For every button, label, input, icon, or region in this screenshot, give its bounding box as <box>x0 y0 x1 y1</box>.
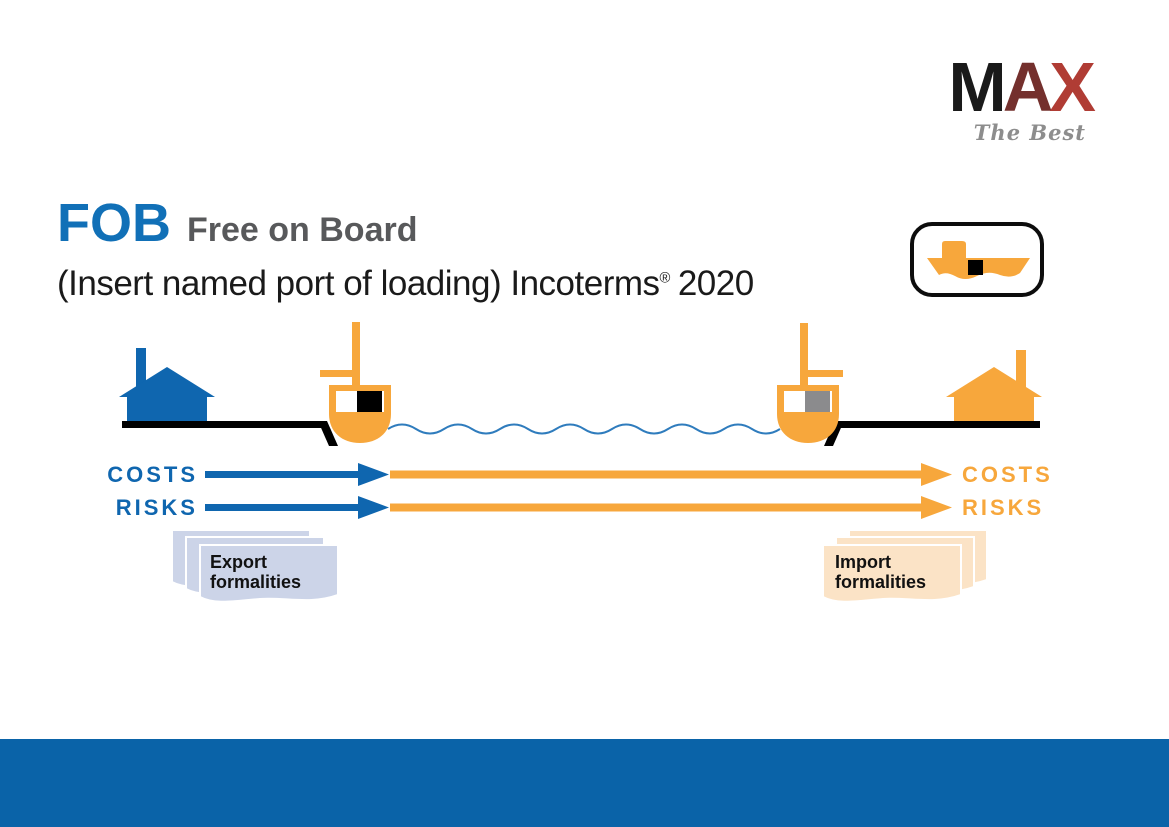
buyer-risks-label: RISKS <box>962 495 1044 520</box>
sea-wave-line <box>387 423 781 435</box>
logo-letter-a: A <box>1002 48 1054 126</box>
registered-mark: ® <box>659 270 671 287</box>
export-formalities-line1: Export <box>210 552 267 572</box>
cargo-ship-icon <box>927 241 1030 279</box>
subtitle-prefix: (Insert named port of loading) Incoterms <box>57 264 660 303</box>
logo-letter-m: M <box>948 48 1006 126</box>
container-on-board-icon <box>357 391 382 412</box>
buyer-costs-arrow <box>390 463 952 486</box>
subtitle-year: 2020 <box>677 264 754 303</box>
buyer-factory-icon <box>946 350 1042 423</box>
import-formalities-documents: Import formalities <box>822 529 988 603</box>
fob-transfer-diagram: COSTS COSTS RISKS RISKS Export formaliti… <box>107 322 1053 603</box>
export-formalities-documents: Export formalities <box>171 529 339 603</box>
fob-badge <box>910 222 1044 297</box>
import-formalities-line1: Import <box>835 552 891 572</box>
buyer-risks-arrow <box>390 496 952 519</box>
seller-risks-label: RISKS <box>116 495 198 520</box>
brand-tagline: The Best <box>973 120 1086 145</box>
seller-factory-icon <box>119 348 215 423</box>
brand-logo: MAX The Best <box>920 52 1096 145</box>
incoterm-abbreviation: FOB <box>57 193 171 253</box>
brand-wordmark: MAX <box>920 52 1096 122</box>
seller-quay <box>122 421 338 446</box>
buyer-costs-label: COSTS <box>962 462 1053 487</box>
seller-costs-label: COSTS <box>107 462 198 487</box>
seller-risks-arrow <box>205 496 389 519</box>
export-formalities-line2: formalities <box>210 572 301 592</box>
seller-costs-arrow <box>205 463 389 486</box>
footer-accent-bar <box>0 739 1169 827</box>
title-block: FOB Free on Board (Insert named port of … <box>57 196 754 304</box>
incoterm-full-name: Free on Board <box>187 211 418 249</box>
container-unloading-icon <box>805 391 830 412</box>
destination-port-vessel-icon <box>777 323 843 443</box>
incoterm-subtitle: (Insert named port of loading) Incoterms… <box>57 264 754 304</box>
logo-letter-x: X <box>1049 48 1096 126</box>
loading-port-vessel-icon <box>320 322 391 443</box>
import-formalities-line2: formalities <box>835 572 926 592</box>
buyer-quay <box>824 421 1040 446</box>
